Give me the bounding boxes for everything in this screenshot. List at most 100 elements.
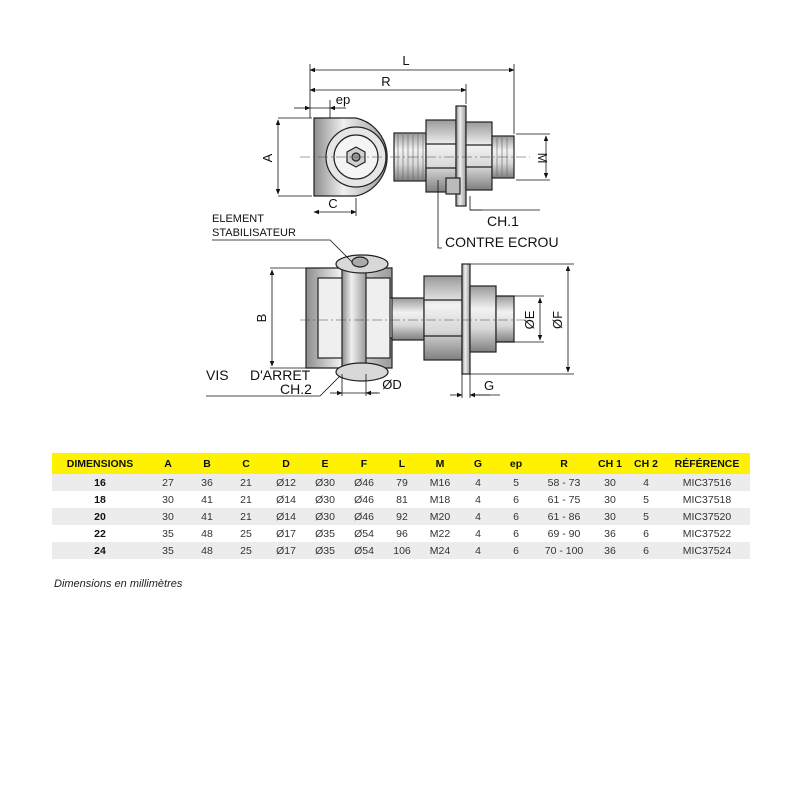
table-cell: 106 — [384, 542, 420, 559]
table-cell: 35 — [148, 542, 188, 559]
table-cell: 92 — [384, 508, 420, 525]
table-cell: 22 — [52, 525, 148, 542]
table-cell: 4 — [460, 525, 496, 542]
table-cell: 21 — [226, 508, 266, 525]
table-cell: 6 — [628, 542, 664, 559]
table-cell: MIC37524 — [664, 542, 750, 559]
dim-label-l: L — [402, 53, 409, 68]
table-cell: 4 — [460, 508, 496, 525]
table-cell: M18 — [420, 491, 460, 508]
table-row: 22 35 48 25 Ø17 Ø35 Ø54 96 M22 4 6 69 - … — [52, 525, 750, 542]
column-header: M — [420, 453, 460, 474]
table-cell: MIC37518 — [664, 491, 750, 508]
column-header: CH 2 — [628, 453, 664, 474]
table-cell: 4 — [628, 474, 664, 491]
side-view — [300, 254, 530, 382]
callout-ch1: CH.1 — [487, 213, 519, 229]
table-row: 24 35 48 25 Ø17 Ø35 Ø54 106 M24 4 6 70 -… — [52, 542, 750, 559]
table-cell: 20 — [52, 508, 148, 525]
table-cell: Ø12 — [266, 474, 306, 491]
table-cell: 27 — [148, 474, 188, 491]
table-row: 18 30 41 21 Ø14 Ø30 Ø46 81 M18 4 6 61 - … — [52, 491, 750, 508]
column-header: B — [188, 453, 226, 474]
column-header: D — [266, 453, 306, 474]
hinge-technical-drawing: L R ep A C M CH.1 CONTRE ECROU ELEMENT S… — [206, 53, 574, 398]
table-cell: 30 — [592, 508, 628, 525]
table-cell: MIC37522 — [664, 525, 750, 542]
table-cell: Ø35 — [306, 542, 344, 559]
table-cell: Ø35 — [306, 525, 344, 542]
table-cell: 5 — [628, 491, 664, 508]
table-cell: 96 — [384, 525, 420, 542]
table-cell: 6 — [496, 491, 536, 508]
table-cell: 61 - 75 — [536, 491, 592, 508]
table-cell: M24 — [420, 542, 460, 559]
table-cell: 70 - 100 — [536, 542, 592, 559]
table-cell: 18 — [52, 491, 148, 508]
callout-element-line1: ELEMENT — [212, 213, 264, 225]
table-cell: 21 — [226, 474, 266, 491]
column-header: C — [226, 453, 266, 474]
table-cell: 30 — [592, 474, 628, 491]
column-header: DIMENSIONS — [52, 453, 148, 474]
table-cell: M22 — [420, 525, 460, 542]
top-view — [300, 105, 530, 207]
table-cell: 36 — [592, 525, 628, 542]
table-cell: 6 — [496, 508, 536, 525]
callout-ch2: CH.2 — [280, 381, 312, 397]
table-cell: Ø30 — [306, 474, 344, 491]
table-cell: 58 - 73 — [536, 474, 592, 491]
table-cell: 4 — [460, 542, 496, 559]
table-row: 16 27 36 21 Ø12 Ø30 Ø46 79 M16 4 5 58 - … — [52, 474, 750, 491]
callout-contre-ecrou: CONTRE ECROU — [445, 234, 559, 250]
units-footnote: Dimensions en millimètres — [54, 578, 183, 590]
side-dimensions — [206, 239, 574, 398]
table-cell: Ø30 — [306, 491, 344, 508]
column-header: ep — [496, 453, 536, 474]
table-cell: 81 — [384, 491, 420, 508]
dim-label-r: R — [381, 74, 390, 89]
table-header-row: DIMENSIONS A B C D E F L M G ep R CH 1 C… — [52, 453, 750, 474]
table-cell: MIC37516 — [664, 474, 750, 491]
table-cell: Ø17 — [266, 542, 306, 559]
table-cell: Ø14 — [266, 491, 306, 508]
column-header: A — [148, 453, 188, 474]
table-cell: 24 — [52, 542, 148, 559]
table-cell: 6 — [496, 525, 536, 542]
table-cell: 48 — [188, 542, 226, 559]
column-header: R — [536, 453, 592, 474]
column-header: E — [306, 453, 344, 474]
dim-label-e: ØE — [522, 310, 537, 329]
table-cell: 30 — [592, 491, 628, 508]
specifications-table: DIMENSIONS A B C D E F L M G ep R CH 1 C… — [52, 453, 750, 559]
table-cell: 25 — [226, 542, 266, 559]
table-cell: Ø54 — [344, 542, 384, 559]
table-cell: 48 — [188, 525, 226, 542]
table-cell: Ø14 — [266, 508, 306, 525]
callout-vis: VIS — [206, 367, 229, 383]
column-header: G — [460, 453, 496, 474]
table-cell: 41 — [188, 491, 226, 508]
callout-element-line2: STABILISATEUR — [212, 227, 296, 239]
table-cell: Ø54 — [344, 525, 384, 542]
dim-label-m: M — [535, 153, 550, 164]
table-cell: 35 — [148, 525, 188, 542]
table-cell: 36 — [592, 542, 628, 559]
table-cell: 4 — [460, 474, 496, 491]
table-cell: 6 — [496, 542, 536, 559]
table-cell: 4 — [460, 491, 496, 508]
table-cell: 79 — [384, 474, 420, 491]
table-cell: Ø46 — [344, 508, 384, 525]
dim-label-ep: ep — [336, 92, 350, 107]
table-cell: 61 - 86 — [536, 508, 592, 525]
table-cell: 25 — [226, 525, 266, 542]
table-cell: Ø30 — [306, 508, 344, 525]
table-cell: 5 — [628, 508, 664, 525]
dim-label-a: A — [260, 153, 275, 162]
column-header: F — [344, 453, 384, 474]
dim-label-b: B — [254, 314, 269, 323]
dim-label-f: ØF — [550, 311, 565, 329]
table-cell: 6 — [628, 525, 664, 542]
table-cell: 41 — [188, 508, 226, 525]
table-cell: 69 - 90 — [536, 525, 592, 542]
